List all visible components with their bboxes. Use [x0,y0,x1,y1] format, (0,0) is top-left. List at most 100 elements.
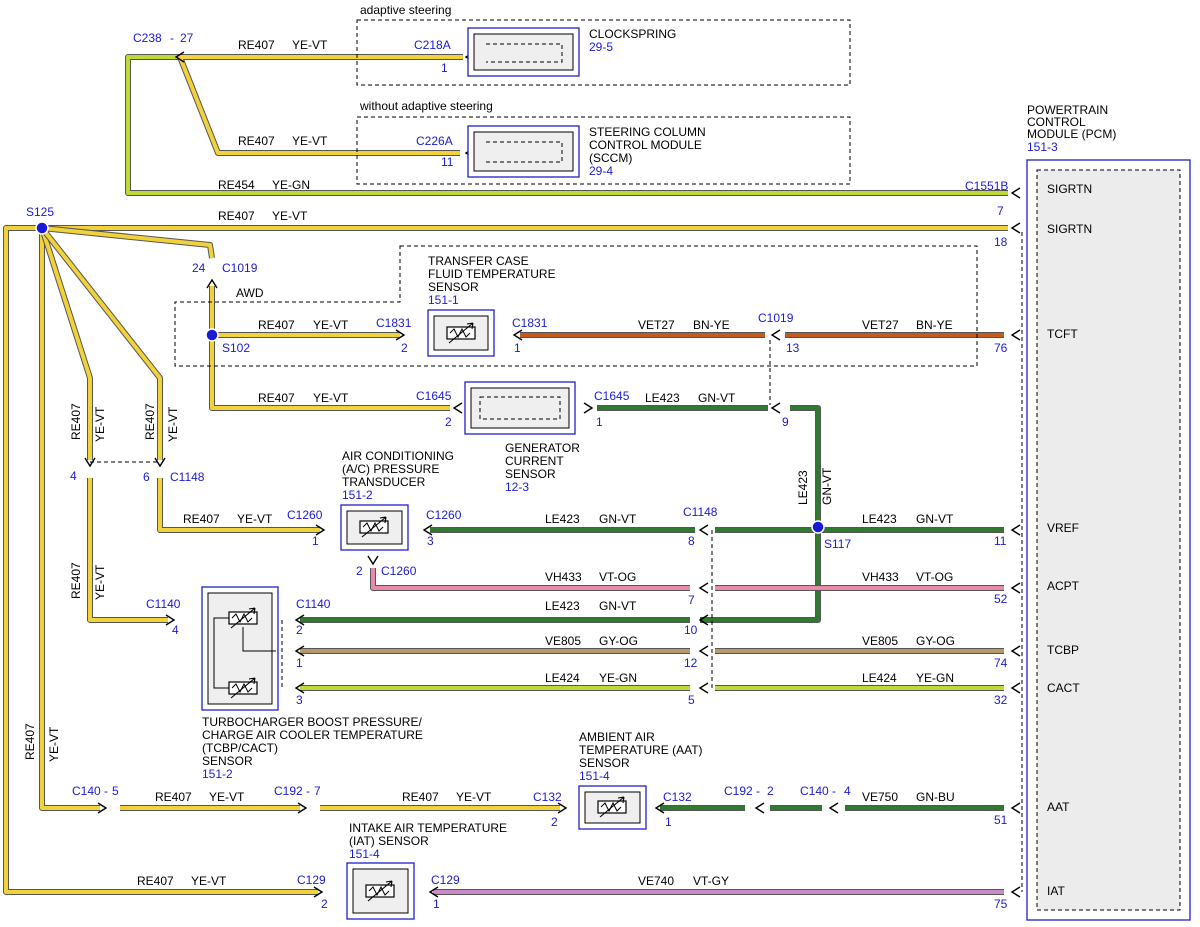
c140-label-a: C140 [72,784,101,798]
pin-arrow-icon [206,278,218,289]
pcm-inner [1036,169,1181,911]
without-adaptive-label: without adaptive steering [359,99,493,113]
color-yevt-v1: YE-VT [93,406,107,442]
sccm-ref: 29-4 [589,164,613,178]
circuit-re407-iat: RE407 [137,874,174,888]
c1831-pin-1: 1 [514,341,521,355]
aat-name-2: TEMPERATURE (AAT) [579,743,703,757]
c238-dash: - [170,31,174,45]
pin-arrow-icon [770,402,781,414]
iat-thermistor-icon [365,880,395,902]
s117-label: S117 [824,537,851,551]
thermistor-zigzag [368,885,390,897]
pin-arrow-icon [297,802,308,814]
pin-arrow-icon [84,457,96,468]
thermistor-arrow [361,516,387,538]
c140-dash-b: - [832,784,836,798]
c1831-pin-2: 2 [401,341,408,355]
iat-name-2: (IAT) SENSOR [349,834,429,848]
color-gnvt-gen: GN-VT [698,391,736,405]
pcm-pin-acpt: ACPT [1047,579,1080,593]
circuit-vh433-a: VH433 [545,570,582,584]
pcm-name-2: CONTROL [1027,115,1086,129]
pin-arrow-icon [452,402,463,414]
pcm-pinnum-52: 52 [994,592,1008,606]
c1831-label-right: C1831 [512,316,548,330]
color-yevt-v3: YE-VT [93,564,107,600]
sccm-pin: 11 [441,155,454,169]
pin-arrow-icon [395,329,406,341]
c238-pin: 27 [180,31,194,45]
pin-arrow-icon [1010,645,1021,657]
pcm-pin-sigrtn-1: SIGRTN [1047,182,1092,196]
s125-label: S125 [26,205,54,219]
circuit-re407-v3: RE407 [69,562,83,599]
c192-label-a: C192 [274,784,303,798]
color-bnye-a: BN-YE [693,318,730,332]
pin-arrow-icon [698,645,709,657]
c1148-pin-10: 10 [684,623,698,637]
pin-arrow-icon [770,329,781,341]
tcbp-internal-wire-2 [242,627,276,652]
circuit-ve740: VE740 [638,874,674,888]
pin-arrow-icon [165,614,176,626]
wire-re407-c1645-core [210,335,450,410]
tcft-ref: 151-1 [428,293,459,307]
thermistor-zigzag [600,801,622,813]
pin-arrow-icon [557,802,568,814]
dashed-links [90,232,1023,892]
wire-le423-riser-core [700,406,820,622]
pin-arrow-icon [154,457,166,468]
pin-arrow-icon [698,582,709,594]
c1260-pin-3: 3 [427,534,434,548]
wire-vh433-a [370,568,690,591]
pin-arrow-icon [1010,582,1021,594]
c192-dash-a: - [306,784,310,798]
circuit-vet27-b: VET27 [862,318,899,332]
wire-vh433-a-outline [370,568,690,591]
color-yevt-aat-b: YE-VT [456,790,492,804]
pin-arrow-icon [1010,524,1021,536]
sccm-internal [486,141,563,163]
c1148-pin-6: 6 [143,470,150,484]
thermistor-zigzag [231,612,253,624]
pcm-ref: 151-3 [1027,140,1058,154]
color-gnvt-tcbp: GN-VT [599,599,637,613]
thermistor-zigzag [231,682,253,694]
wires-layer [3,51,1021,898]
c1019-pin-24: 24 [192,261,206,275]
c140-dash-a: - [104,784,108,798]
wire-vh433-a-core [371,568,690,590]
pcm-connector-c1551b: C1551B [965,179,1008,193]
tcbp-name-4: SENSOR [202,754,253,768]
wire-re407-branch-1-core [40,227,92,460]
c1140-pin-3: 3 [296,693,303,707]
tcft-sensor-component: TRANSFER CASE FLUID TEMPERATURE SENSOR 1… [427,254,556,357]
circuit-le424-b: LE424 [862,671,897,685]
pin-arrow-icon [313,886,324,898]
c129-pin-2: 2 [321,897,328,911]
generator-body [470,387,570,429]
c1260-label-left: C1260 [287,508,323,522]
circuit-re407-v4: RE407 [23,723,37,760]
pin-arrow-icon [1010,187,1021,199]
tcbp-sensor-component: TURBOCHARGER BOOST PRESSURE/ CHARGE AIR … [201,586,423,781]
c1148-pin-7: 7 [688,593,695,607]
c129-label-left: C129 [297,873,326,887]
pcm-pin-tcft: TCFT [1047,327,1078,341]
color-yegn-b: YE-GN [916,671,954,685]
pin-arrow-icon [367,555,379,566]
c1140-label-left: C1140 [146,597,181,611]
pin-arrow-icon [512,329,523,341]
c1260-pin-1: 1 [312,534,319,548]
thermistor-arrow [448,322,474,344]
circuit-le423-gen: LE423 [645,391,680,405]
pin-arrow-icon [428,886,439,898]
ac-name-1: AIR CONDITIONING [342,449,454,463]
c1148-label-left: C1148 [170,470,205,484]
generator-ref: 12-3 [505,480,529,494]
adaptive-steering-label: adaptive steering [360,3,451,17]
wire-re407-sccm-core [178,55,463,155]
thermistor-icon [446,322,476,344]
c1140-label-right: C1140 [296,597,331,611]
